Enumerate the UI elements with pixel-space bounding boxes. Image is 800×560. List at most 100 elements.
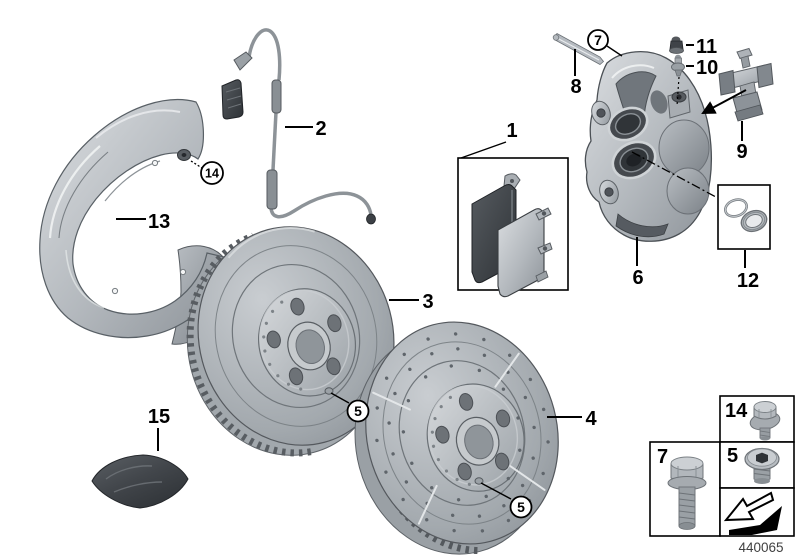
wheel-bolt-hole bbox=[494, 452, 510, 471]
guide-pin-highlight bbox=[556, 37, 600, 61]
disc-slot bbox=[417, 484, 438, 525]
drill-dimple bbox=[480, 529, 485, 533]
hub-dot bbox=[270, 309, 275, 313]
drill-dimple bbox=[477, 368, 482, 373]
callout-11[interactable]: 11 bbox=[696, 36, 717, 58]
callout-circle bbox=[509, 495, 533, 519]
shield-hole bbox=[179, 268, 187, 276]
disc-slot bbox=[494, 352, 520, 388]
drill-dimple bbox=[506, 476, 511, 481]
caliper-piston-lower bbox=[611, 140, 657, 180]
sensor-cable-mid bbox=[271, 111, 278, 171]
disc-slot bbox=[509, 465, 546, 491]
disc4-pin-hole bbox=[474, 477, 484, 485]
callout-12[interactable]: 12 bbox=[737, 270, 759, 292]
callout-4[interactable]: 4 bbox=[585, 408, 597, 430]
disc3-highlight bbox=[227, 227, 315, 259]
caliper-mount-hole-lower bbox=[604, 187, 614, 197]
drill-dimple bbox=[393, 391, 397, 396]
sensor-connector-link bbox=[233, 51, 253, 71]
sensor-tip bbox=[366, 213, 376, 225]
sensor-sleeve-lower bbox=[266, 169, 278, 210]
pad-backing-clip bbox=[535, 270, 549, 283]
leader-5a bbox=[330, 392, 350, 404]
callout-circle-label: 14 bbox=[205, 167, 219, 181]
wheel-bolt-hole bbox=[495, 409, 511, 428]
hub-dot bbox=[286, 382, 291, 386]
drill-dimple bbox=[453, 332, 458, 336]
callout-2[interactable]: 2 bbox=[315, 118, 326, 140]
countersunk-screw-icon bbox=[744, 447, 780, 484]
legend-label-14[interactable]: 14 bbox=[725, 400, 748, 422]
wheel-bolt-hole bbox=[458, 393, 474, 411]
drill-dimple bbox=[546, 440, 550, 444]
callout-10[interactable]: 10 bbox=[696, 57, 718, 79]
caliper-housing-bulge-upper bbox=[658, 119, 710, 177]
callout-5-disc3[interactable]: 5 bbox=[346, 399, 370, 423]
drill-dimple bbox=[520, 483, 525, 488]
valve-thread bbox=[674, 69, 683, 77]
hub-dot bbox=[263, 349, 267, 353]
hub-dot bbox=[299, 387, 303, 391]
hub-dot bbox=[436, 458, 440, 462]
callout-9[interactable]: 9 bbox=[736, 141, 747, 163]
callout-6[interactable]: 6 bbox=[632, 267, 643, 289]
drill-dimple bbox=[384, 376, 389, 380]
disc3-vane-band bbox=[186, 232, 312, 457]
drill-dimple bbox=[375, 406, 379, 410]
pad-backing-tab-mid-hole bbox=[542, 246, 548, 251]
callout-3[interactable]: 3 bbox=[422, 291, 433, 313]
brake-pad-set bbox=[457, 157, 569, 298]
disc3-hat-ring bbox=[231, 263, 361, 409]
disc4-center-bore-inner bbox=[464, 424, 494, 460]
cap-flange bbox=[669, 47, 684, 54]
guide-pin-head bbox=[552, 34, 560, 41]
drill-dimple bbox=[449, 364, 453, 368]
drill-dimple bbox=[375, 438, 379, 443]
legend-label-7[interactable]: 7 bbox=[657, 446, 668, 468]
caliper-pad-slot bbox=[615, 213, 669, 238]
hub-dot bbox=[455, 477, 459, 482]
brake-disc-drilled bbox=[354, 321, 559, 555]
drill-dimple bbox=[410, 461, 414, 465]
callout-15[interactable]: 15 bbox=[148, 406, 170, 428]
callout-5-disc4[interactable]: 5 bbox=[509, 495, 533, 519]
drill-dimple bbox=[482, 337, 486, 342]
hub-dot bbox=[262, 335, 266, 339]
brake-disc-vented bbox=[186, 226, 395, 457]
callout-7-circled[interactable]: 7 bbox=[587, 29, 609, 51]
wheel-bolt-hole bbox=[288, 367, 304, 386]
brake-pad-wear-sensor bbox=[221, 28, 376, 225]
callout-14-circled[interactable]: 14 bbox=[200, 161, 224, 185]
direction-of-travel-icon bbox=[723, 491, 782, 535]
legend-label-5[interactable]: 5 bbox=[727, 445, 738, 467]
leader-7-circled bbox=[606, 45, 623, 57]
drill-dimple bbox=[452, 528, 456, 533]
drill-dimple bbox=[541, 407, 546, 412]
disc4-hub-face bbox=[427, 384, 519, 486]
sensor-cable-upper bbox=[247, 28, 282, 81]
drill-dimple bbox=[477, 514, 482, 518]
wheel-bolt-hole bbox=[326, 357, 341, 376]
hub-dot bbox=[430, 430, 434, 434]
disc3-center-bore-inner bbox=[295, 329, 325, 364]
bleeder-cap bbox=[669, 36, 684, 54]
disc3-hub-face bbox=[259, 289, 350, 391]
wheel-bolt-hole bbox=[435, 425, 450, 444]
callout-13[interactable]: 13 bbox=[148, 211, 170, 233]
drill-dimple bbox=[404, 480, 409, 484]
repair-kit-leader-dashdot bbox=[631, 151, 717, 198]
spring-neck bbox=[740, 55, 751, 69]
spring-foot-flange bbox=[734, 104, 764, 122]
caliper-repair-kit bbox=[717, 184, 771, 250]
hub-dot bbox=[264, 321, 268, 325]
hub-dot bbox=[433, 417, 437, 421]
packet-body bbox=[91, 454, 189, 509]
callout-circle-label: 7 bbox=[594, 32, 602, 48]
leader-1 bbox=[460, 141, 507, 159]
callout-1[interactable]: 1 bbox=[506, 120, 517, 142]
callout-circle bbox=[587, 29, 609, 51]
callout-8[interactable]: 8 bbox=[570, 76, 581, 98]
drill-dimple bbox=[528, 377, 533, 382]
